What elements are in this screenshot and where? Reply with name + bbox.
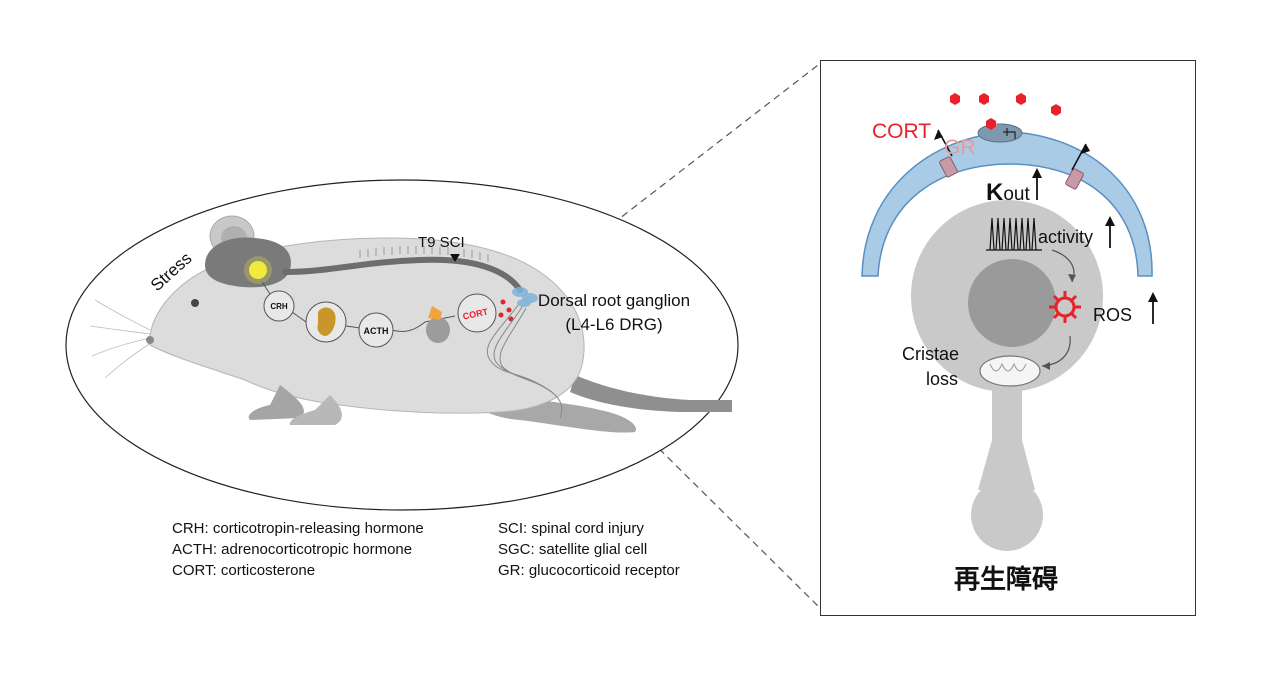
whiskers (89, 299, 153, 379)
drg-label-line1: Dorsal root ganglion (538, 291, 690, 310)
drg-label-line2: (L4-L6 DRG) (565, 315, 662, 334)
neuron-nucleus (968, 259, 1056, 347)
mouse-hind-leg (465, 380, 636, 433)
k-arrow-left-head (934, 130, 943, 140)
connector-line-bottom (624, 414, 823, 611)
cristae-label-line2: loss (926, 369, 958, 389)
legend-left: CRH: corticotropin-releasing hormone ACT… (172, 518, 424, 581)
mouse-front-leg-2 (289, 395, 342, 425)
acth-circle (358, 312, 394, 348)
k-sub: out (1003, 184, 1030, 205)
cort-hexagons (950, 93, 1061, 130)
axon-taper (978, 440, 1035, 490)
brain (205, 237, 291, 288)
mouse-tail (570, 375, 732, 412)
legend-item-sgc: SGC: satellite glial cell (498, 541, 648, 558)
ros-up-arrow (1148, 292, 1158, 324)
arrow-activity-to-ros-head (1068, 274, 1076, 282)
gene-promoter-icon (1003, 128, 1016, 139)
gr-label: GR (944, 136, 976, 159)
cristae-label-line1: Cristae (902, 344, 959, 364)
k-arrow-right-head (1081, 144, 1090, 154)
adrenal-icon (428, 306, 442, 320)
k-label: Kout (986, 179, 1030, 206)
axon-terminal (971, 479, 1043, 551)
activity-up-arrow (1105, 216, 1115, 248)
k-up-arrow (1032, 168, 1042, 200)
spinal-cord (282, 256, 523, 293)
legend-right: SCI: spinal cord injury SGC: satellite g… (498, 518, 680, 581)
legend-item-crh: CRH: corticotropin-releasing hormone (172, 520, 424, 537)
k-main: K (986, 179, 1004, 206)
sciatic-nerves (486, 304, 563, 419)
t9-sci-label: T9 SCI (418, 234, 465, 251)
ros-label: ROS (1093, 305, 1132, 325)
activity-label: activity (1038, 227, 1093, 247)
pituitary-icon (317, 307, 336, 336)
t9-marker (450, 254, 460, 262)
legend-item-gr: GR: glucocorticoid receptor (498, 562, 680, 579)
cort-circle (457, 293, 497, 333)
vertebra-ticks (359, 246, 489, 262)
mouse-nose (146, 336, 154, 344)
mitochondrion-icon (979, 355, 1041, 387)
mouse-eye (191, 299, 199, 307)
crh-circle (263, 290, 295, 322)
acth-label: ACTH (364, 326, 389, 336)
ros-icon (1049, 291, 1081, 323)
cort-dots (498, 299, 514, 322)
cort-label: CORT (872, 120, 931, 143)
caption-label: 再生障碍 (954, 564, 1058, 594)
mouse-front-leg (248, 385, 304, 420)
crh-label: CRH (270, 302, 288, 311)
hypothalamus-glow-halo (244, 256, 272, 284)
drg-icon (512, 287, 538, 307)
legend-item-sci: SCI: spinal cord injury (498, 520, 644, 537)
arrow-ros-to-mito-head (1042, 362, 1050, 370)
k-channel-left (939, 156, 958, 178)
kidney-icon (426, 317, 450, 343)
cell-panel: CORT GR Kout activity ROS Cristae loss 再… (820, 60, 1196, 616)
legend-item-acth: ACTH: adrenocorticotropic hormone (172, 541, 413, 558)
k-channel-right (1065, 168, 1084, 190)
hypothalamus-glow (249, 261, 267, 279)
action-potential-spikes (986, 217, 1042, 251)
k-arrow-right (1071, 143, 1087, 171)
legend-item-cort: CORT: corticosterone (172, 562, 316, 579)
